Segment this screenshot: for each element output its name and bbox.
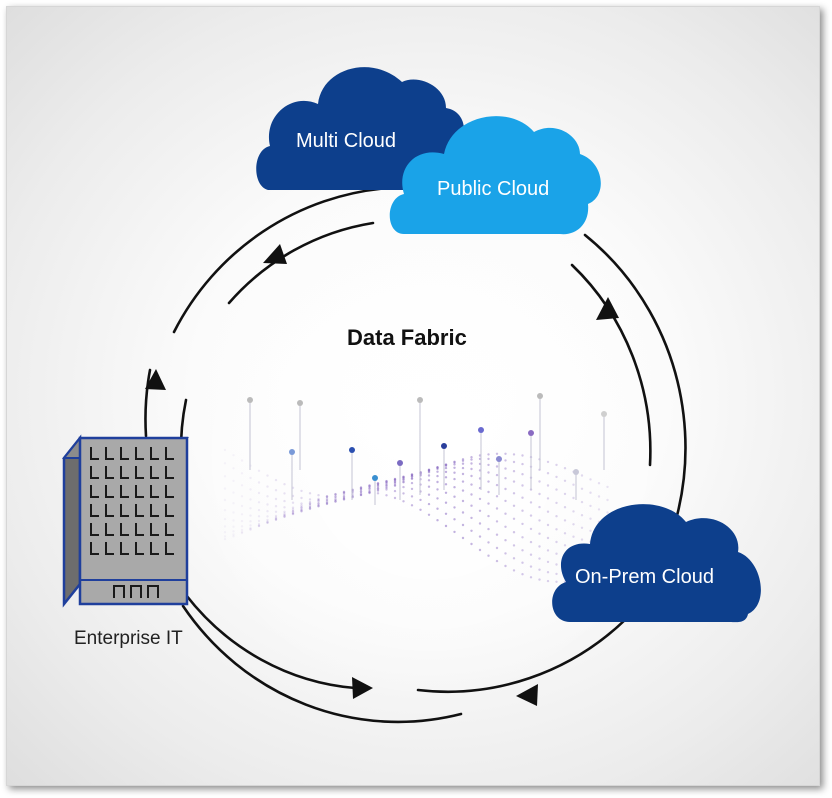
arrow-top-left [263,244,287,264]
cycle-arrows [145,244,619,706]
outer-arc-top [172,186,391,334]
building-icon [61,434,189,608]
inner-arc-right [570,263,652,467]
diagram-title: Data Fabric [347,325,467,350]
arrow-left-up [145,369,166,390]
outer-arc-left [144,368,152,438]
inner-arc-bottom [416,617,628,694]
multi-cloud-label: Multi Cloud [296,130,397,152]
on-prem-cloud-shape [552,504,761,623]
public-cloud-label: Public Cloud [437,178,550,200]
arrow-bottom-left [516,684,538,706]
center-glow [180,205,680,705]
enterprise-it-label: Enterprise IT [74,628,183,649]
on-prem-cloud-label: On-Prem Cloud [575,566,714,588]
multi-cloud-shape [256,67,465,190]
arrow-bottom-right [352,677,373,699]
public-cloud-shape [389,116,601,235]
arrow-right-up [596,297,619,320]
inner-arc-top [227,221,375,305]
inner-arc-bottom-left [184,593,357,690]
cycle-rings [144,186,687,724]
outer-arc-bottom [181,604,463,724]
data-wave-graphic [223,393,609,583]
